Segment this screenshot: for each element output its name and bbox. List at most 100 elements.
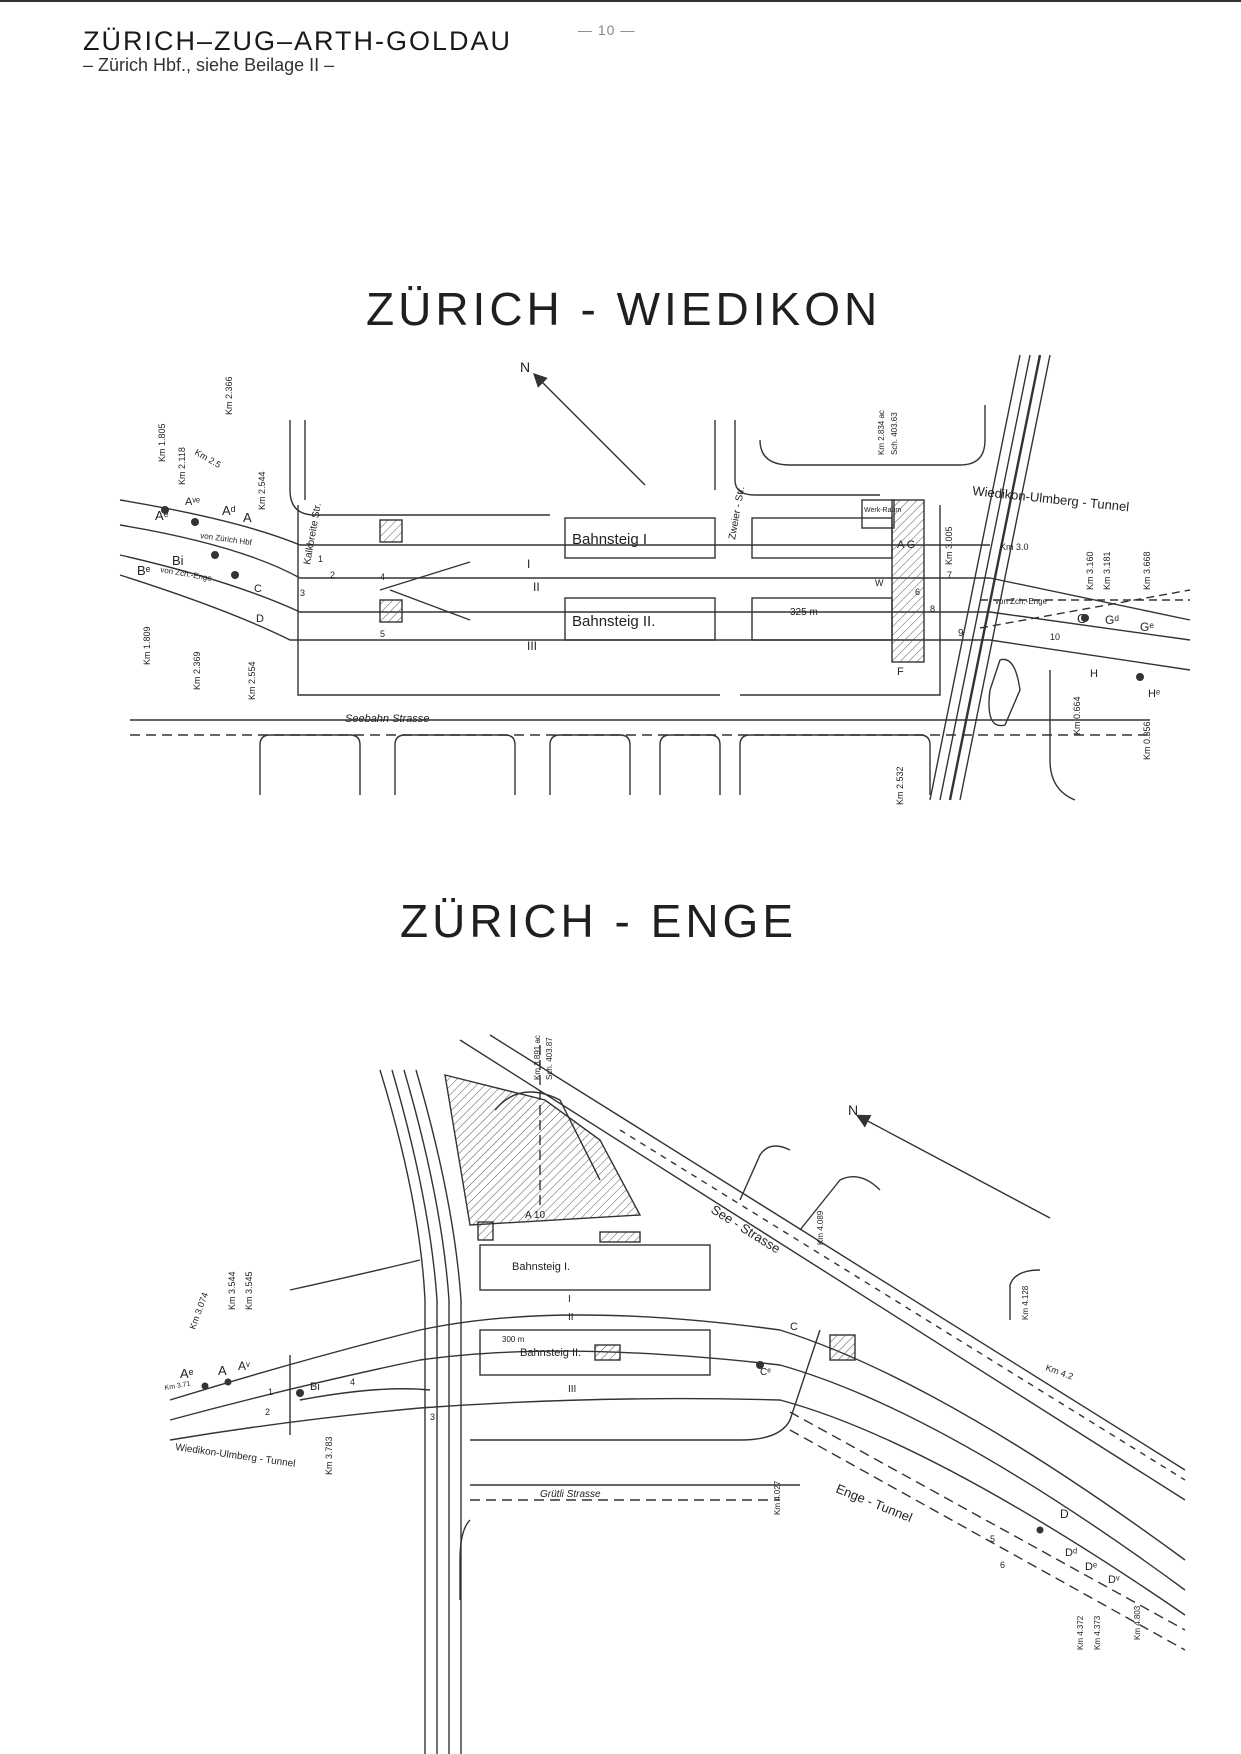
enge-signal: Dᵈ xyxy=(1065,1547,1077,1559)
wiedikon-north-label: N xyxy=(520,359,530,375)
wiedikon-point-number: 8 xyxy=(930,604,935,614)
wiedikon-street-bottom-label: Seebahn Strasse xyxy=(345,713,429,725)
wiedikon-station-building xyxy=(891,499,925,663)
wiedikon-km-label: Km 2.532 xyxy=(895,766,905,805)
wiedikon-block xyxy=(1049,670,1076,801)
page-number: — 10 — xyxy=(578,22,636,38)
wiedikon-signal: Aᵈ xyxy=(222,503,236,518)
enge-building-label: A 10 xyxy=(525,1210,545,1221)
enge-block xyxy=(459,1519,471,1600)
enge-stairs xyxy=(829,1334,856,1361)
enge-km-label: Km 4.027 xyxy=(773,1480,782,1515)
wiedikon-km-label: Km 2.554 xyxy=(247,661,257,700)
enge-signal: Cᵉ xyxy=(760,1367,771,1378)
wiedikon-block xyxy=(259,734,361,795)
wiedikon-track-label: III xyxy=(527,639,537,653)
wiedikon-track-2 xyxy=(119,524,990,579)
wiedikon-bridge-line xyxy=(948,354,1042,801)
line-title: ZÜRICH–ZUG–ARTH-GOLDAU xyxy=(83,26,513,56)
wiedikon-point-number: 7 xyxy=(947,570,952,580)
enge-platform-1 xyxy=(479,1244,711,1291)
wiedikon-bridge-line xyxy=(939,354,1031,801)
enge-stairs xyxy=(599,1231,641,1243)
wiedikon-direction-label: von Zch.-Enge xyxy=(995,597,1048,606)
wiedikon-km-label: Km 3.005 xyxy=(944,526,954,565)
enge-signal: A xyxy=(218,1363,227,1378)
enge-north-arrow xyxy=(855,1114,1051,1219)
wiedikon-signal: F xyxy=(897,666,904,678)
wiedikon-track-right xyxy=(989,577,1191,621)
wiedikon-track-4 xyxy=(119,574,990,641)
wiedikon-point-number: 3 xyxy=(300,588,305,598)
wiedikon-signal: Bi xyxy=(172,553,184,568)
wiedikon-street-edge xyxy=(759,405,986,466)
wiedikon-bridge-line xyxy=(959,354,1051,801)
wiedikon-signal: A G xyxy=(897,539,915,551)
wiedikon-signal: W xyxy=(875,578,884,588)
enge-street-edge xyxy=(739,1145,791,1201)
wiedikon-workroom-label: Werk-Raum xyxy=(864,507,901,514)
wiedikon-signal: H xyxy=(1090,668,1098,680)
enge-platform-2 xyxy=(479,1329,711,1376)
enge-km-label: Km 3.074 xyxy=(187,1291,210,1331)
enge-platform-1-label: Bahnsteig I. xyxy=(512,1261,570,1273)
wiedikon-plan: N xyxy=(119,354,1191,805)
enge-vertical-track xyxy=(403,1069,450,1754)
enge-street-edge xyxy=(799,1176,881,1231)
wiedikon-station-edge xyxy=(297,505,720,696)
wiedikon-km-label: Km 3.668 xyxy=(1142,551,1152,590)
enge-km-label: Km 4.089 xyxy=(816,1210,825,1245)
enge-see-strasse xyxy=(459,1039,1186,1501)
wiedikon-block xyxy=(739,734,931,795)
wiedikon-stairs xyxy=(379,599,403,623)
enge-tunnel-left-label: Wiedikon-Ulmberg - Tunnel xyxy=(175,1442,297,1470)
top-border xyxy=(0,0,1241,2)
wiedikon-point-number: 6 xyxy=(915,587,920,597)
wiedikon-north-arrow xyxy=(533,373,646,486)
enge-point-number: 2 xyxy=(265,1407,270,1417)
enge-track-label: I xyxy=(568,1294,571,1305)
wiedikon-block xyxy=(394,734,516,795)
wiedikon-platform-1-label: Bahnsteig I xyxy=(572,531,647,548)
enge-street-edge xyxy=(1009,1269,1041,1320)
enge-km-label: Km 3.545 xyxy=(244,1271,254,1310)
wiedikon-track-label: II xyxy=(533,580,540,594)
wiedikon-tunnel-track xyxy=(979,589,1191,629)
enge-km-label: Km 3.71 xyxy=(164,1381,191,1392)
wiedikon-point-number: 10 xyxy=(1050,632,1060,642)
enge-title: ZÜRICH - ENGE xyxy=(400,895,797,947)
enge-hatched-area xyxy=(444,1074,642,1226)
wiedikon-signal: Bᵉ xyxy=(137,563,151,578)
enge-km-label: Km 4.128 xyxy=(1021,1285,1030,1320)
wiedikon-point-number: 2 xyxy=(330,570,335,580)
wiedikon-platform-2 xyxy=(564,597,716,641)
enge-stairs xyxy=(477,1221,494,1241)
enge-km-label: Sch. 403.87 xyxy=(545,1037,554,1080)
enge-vertical-track xyxy=(391,1069,438,1754)
wiedikon-direction-label: von Zürich Hbf xyxy=(200,531,254,547)
enge-km-label: Km 4.803 xyxy=(1133,1605,1142,1640)
wiedikon-signal: D xyxy=(256,613,264,625)
wiedikon-signal: Gᵈ xyxy=(1105,613,1119,627)
enge-track-2 xyxy=(169,1350,1186,1591)
wiedikon-km-label: Km 3.160 xyxy=(1085,551,1095,590)
wiedikon-signal: Gᵉ xyxy=(1140,620,1154,634)
wiedikon-km-label: Km 1.805 xyxy=(157,423,167,462)
line-subtitle: – Zürich Hbf., siehe Beilage II – xyxy=(83,55,335,75)
wiedikon-km-label: Sch. 403.63 xyxy=(890,412,899,455)
enge-track-label: III xyxy=(568,1384,576,1395)
enge-tunnel-track xyxy=(789,1429,1186,1651)
wiedikon-switch xyxy=(379,561,471,591)
enge-km-label: Km 3.891 ac xyxy=(533,1035,542,1080)
enge-signal: C xyxy=(790,1321,798,1333)
wiedikon-km-label: Km 2.834 ac xyxy=(877,410,886,455)
enge-track-label: II xyxy=(568,1312,574,1323)
wiedikon-bridge-line xyxy=(929,354,1021,801)
wiedikon-station-edge xyxy=(740,505,941,696)
enge-plan: N xyxy=(164,1034,1186,1754)
wiedikon-switch xyxy=(389,589,471,621)
enge-see-strasse xyxy=(489,1034,1186,1471)
enge-km-label: Km 4.372 xyxy=(1076,1615,1085,1650)
wiedikon-track-1 xyxy=(119,499,990,546)
